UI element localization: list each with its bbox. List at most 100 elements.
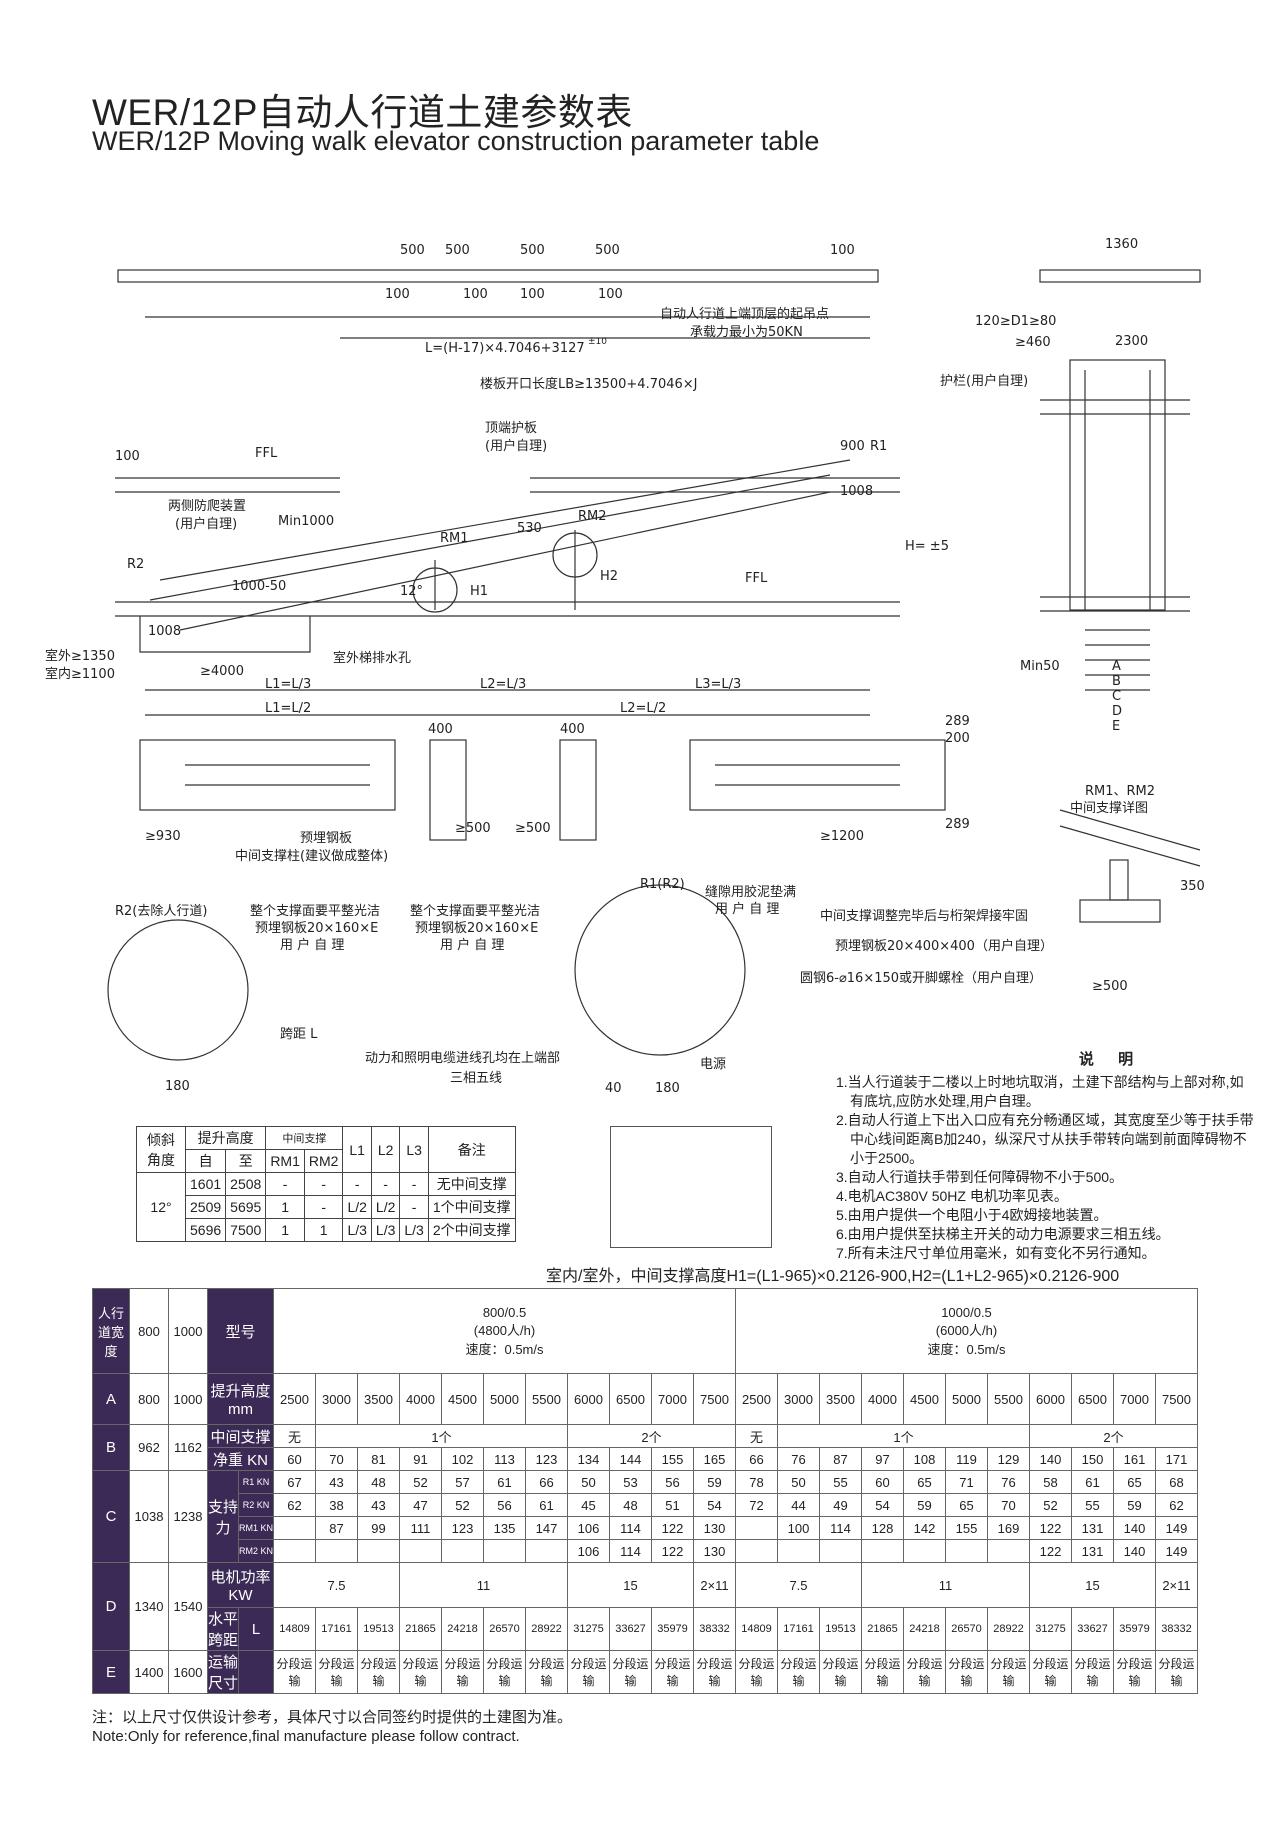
table-cell: 114	[609, 1516, 652, 1540]
d1008-left-label: 1008	[148, 624, 181, 639]
table-cell: 4000	[861, 1373, 904, 1425]
r1-label: R1	[870, 439, 887, 454]
table-cell: 50	[567, 1470, 610, 1494]
table-cell: 52	[399, 1470, 442, 1494]
d40-label: 40	[605, 1081, 622, 1096]
detail-title: RM1、RM2	[1085, 784, 1155, 799]
th-note: 备注	[427, 1126, 516, 1173]
table-cell: 58	[1029, 1470, 1072, 1494]
table-cell: 59	[1113, 1493, 1156, 1517]
table-cell: 6500	[1071, 1373, 1114, 1425]
three-phase-label: 三相五线	[450, 1071, 502, 1086]
dim-100-left: 100	[115, 449, 140, 464]
table-cell: 1540	[168, 1562, 208, 1651]
th-rm1: RM1	[265, 1149, 305, 1173]
rise-unit: mm	[228, 1401, 253, 1418]
table-cell: 65	[903, 1470, 946, 1494]
r2-unit: R2 KN	[238, 1493, 274, 1517]
table-cell: 131	[1071, 1539, 1114, 1563]
table-cell: 78	[735, 1470, 778, 1494]
table-cell: 99	[357, 1516, 400, 1540]
table-cell: 分段运输	[1155, 1650, 1198, 1694]
table-cell: 108	[903, 1447, 946, 1471]
table-cell	[987, 1539, 1030, 1563]
d400b-label: 400	[560, 722, 585, 737]
table-cell: 分段运输	[1071, 1650, 1114, 1694]
ge500c-label: ≥500	[1092, 979, 1128, 994]
power-cable-label: 动力和照明电缆进线孔均在上端部	[365, 1050, 560, 1066]
table-cell: 87	[315, 1516, 358, 1540]
net-label: 净重 KN	[207, 1447, 274, 1471]
model-label: 型号	[207, 1288, 274, 1374]
table-cell: 91	[399, 1447, 442, 1471]
min50-label: Min50	[1020, 659, 1060, 674]
table-cell: 4500	[903, 1373, 946, 1425]
table-cell: 65	[945, 1493, 988, 1517]
dim-top-100: 100	[830, 243, 855, 258]
table-cell: 1238	[168, 1470, 208, 1563]
table-cell: 38332	[1155, 1607, 1198, 1651]
footnote-cn: 注：以上尺寸仅供设计参考，具体尺寸以合同签约时提供的土建图为准。	[92, 1709, 573, 1726]
table-cell: -	[303, 1195, 344, 1219]
th-angle: 倾斜角度	[136, 1126, 186, 1173]
table-cell	[945, 1539, 988, 1563]
photo-inset	[610, 1126, 772, 1248]
table-cell: 130	[693, 1516, 736, 1540]
model-800-3: 速度：0.5m/s	[465, 1341, 544, 1357]
table-cell: 2×11	[693, 1562, 736, 1608]
table-cell: 分段运输	[819, 1650, 862, 1694]
table-cell: 66	[525, 1470, 568, 1494]
table-cell: 33627	[1071, 1607, 1114, 1651]
table-cell: 102	[441, 1447, 484, 1471]
row-a: A	[92, 1373, 130, 1425]
support-table: 倾斜角度 提升高度 中间支撑 L1 L2 L3 备注 自 至 RM1 RM2 1…	[136, 1126, 516, 1242]
table-cell: 53	[609, 1470, 652, 1494]
r1-unit: R1 KN	[238, 1470, 274, 1494]
page-title: WER/12P自动人行道土建参数表	[92, 92, 633, 133]
table-cell: 140	[1113, 1516, 1156, 1540]
table-cell: 38332	[693, 1607, 736, 1651]
model-800: 800/0.5(4800人/h)速度：0.5m/s	[273, 1288, 736, 1374]
table-cell: 60	[861, 1470, 904, 1494]
table-cell: 21865	[399, 1607, 442, 1651]
table-cell: 分段运输	[903, 1650, 946, 1694]
table-cell: 61	[525, 1493, 568, 1517]
table-cell	[399, 1539, 442, 1563]
table-cell: -	[399, 1172, 429, 1196]
table-cell	[777, 1539, 820, 1563]
power-src-label: 电源	[700, 1057, 726, 1072]
d1008-label: 1008	[840, 484, 873, 499]
table-cell: 1	[265, 1218, 305, 1242]
table-cell: 7500	[1155, 1373, 1198, 1425]
table-cell: 7000	[1113, 1373, 1156, 1425]
width-label: 人行道宽度	[92, 1288, 130, 1374]
table-cell: 142	[903, 1516, 946, 1540]
note-item: 5.由用户提供一个电阻小于4欧姆接地装置。	[836, 1207, 1108, 1223]
table-cell: 7.5	[735, 1562, 862, 1608]
weld-note: 中间支撑调整完毕后与桁架焊接牢固	[820, 908, 1028, 924]
table-cell	[525, 1539, 568, 1563]
d2300-label: 2300	[1115, 334, 1148, 349]
table-cell: 72	[735, 1493, 778, 1517]
motor-unit: KW	[228, 1587, 253, 1604]
min1000-label: Min1000	[278, 514, 334, 529]
l1-3-label: L1=L/3	[265, 677, 311, 692]
table-cell: 分段运输	[441, 1650, 484, 1694]
table-cell: 17161	[315, 1607, 358, 1651]
table-cell: 140	[1029, 1447, 1072, 1471]
th-l1: L1	[342, 1126, 372, 1173]
mid-label: 中间支撑	[207, 1424, 274, 1448]
table-cell: 1	[265, 1195, 305, 1219]
h1-label: H1	[470, 584, 488, 599]
table-cell: L/3	[342, 1218, 372, 1242]
table-cell: 155	[945, 1516, 988, 1540]
d180b-label: 180	[655, 1081, 680, 1096]
table-cell: 66	[735, 1447, 778, 1471]
table-cell: 47	[399, 1493, 442, 1517]
table-cell: 81	[357, 1447, 400, 1471]
table-cell: 123	[441, 1516, 484, 1540]
table-cell: 149	[1155, 1539, 1198, 1563]
table-cell: 56	[483, 1493, 526, 1517]
